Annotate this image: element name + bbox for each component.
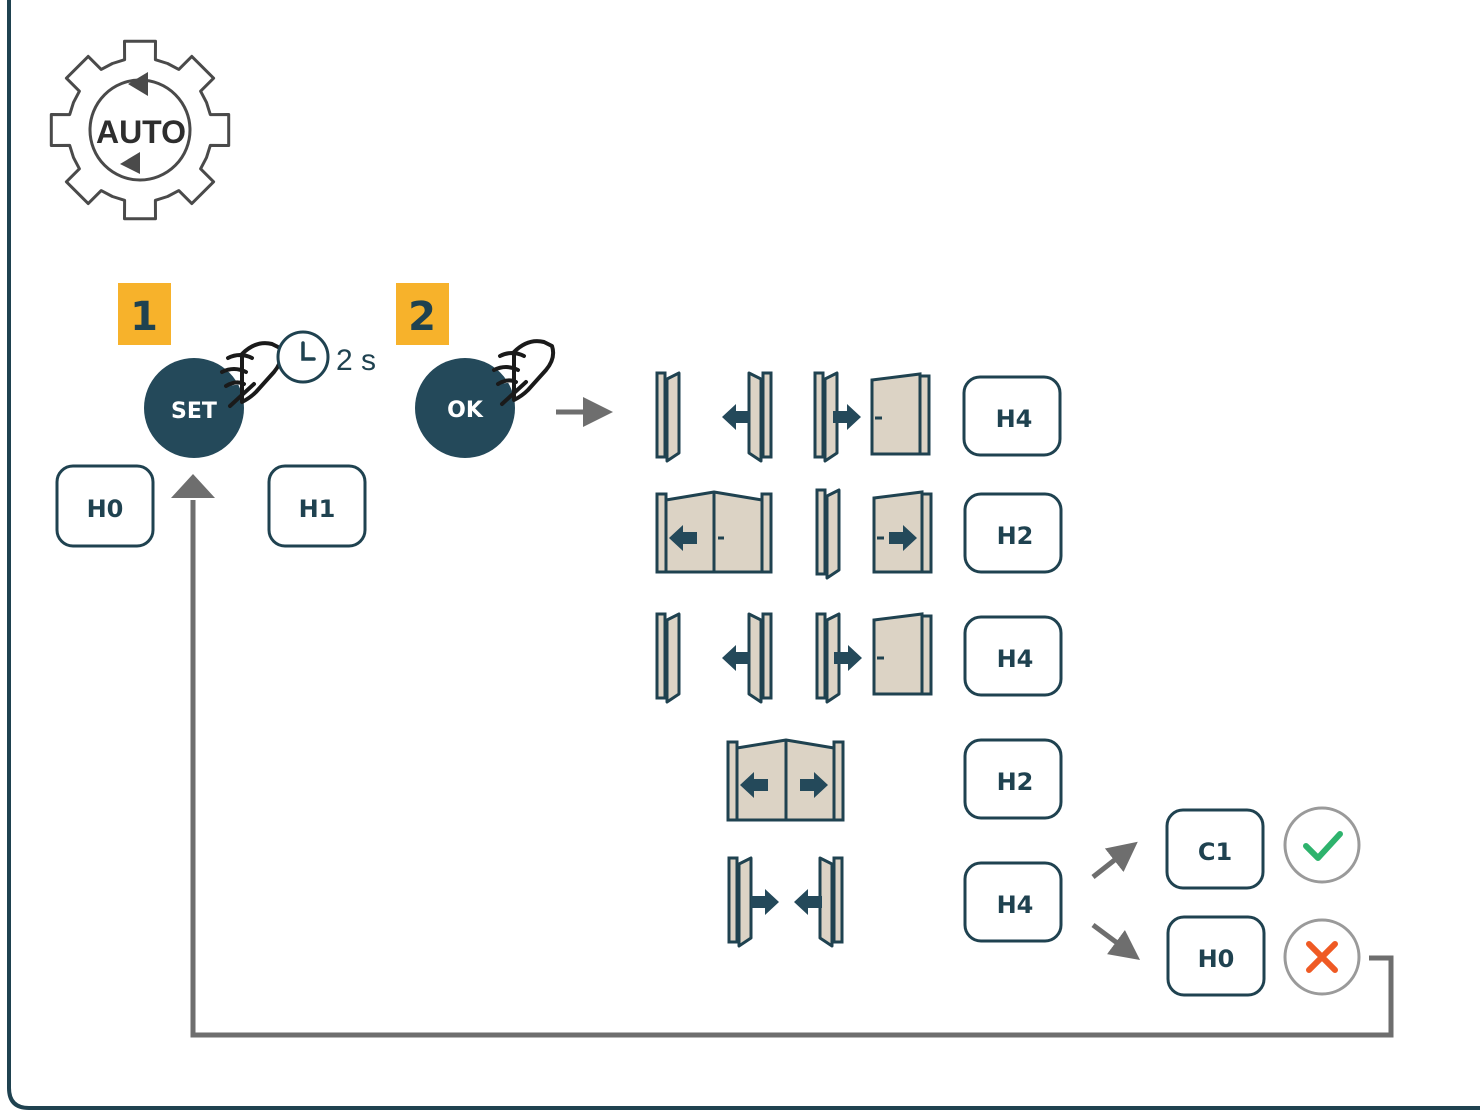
- gate-diagram-row5: [727, 856, 844, 948]
- svg-text:H0: H0: [1198, 945, 1235, 973]
- return-loop-arrow: [190, 500, 1394, 1038]
- svg-text:H1: H1: [299, 495, 336, 523]
- gate-diagram-row2: [655, 488, 933, 580]
- hold-time-label: 2 s: [336, 344, 376, 377]
- branch-arrow-success: [1091, 841, 1138, 879]
- svg-text:SET: SET: [171, 399, 217, 424]
- svg-text:H2: H2: [997, 768, 1034, 796]
- svg-text:C1: C1: [1198, 838, 1232, 866]
- svg-text:2: 2: [408, 294, 436, 340]
- display-h2-row4: H2: [963, 738, 1063, 820]
- gate-diagram-row1: [655, 371, 931, 463]
- step-1-badge: 1: [118, 283, 171, 345]
- press-hand-icon: [492, 339, 556, 406]
- svg-text:OK: OK: [447, 398, 484, 423]
- set-button[interactable]: SET: [144, 358, 244, 458]
- svg-text:H2: H2: [997, 522, 1034, 550]
- branch-arrow-failure: [1091, 922, 1141, 960]
- svg-text:1: 1: [130, 294, 158, 340]
- frame-border: [7, 0, 1480, 1110]
- gate-diagram-row4: [726, 738, 845, 822]
- cross-icon: [1283, 918, 1361, 996]
- display-h4-row1: H4: [962, 375, 1062, 457]
- svg-text:H4: H4: [997, 891, 1034, 919]
- gate-diagram-row3: [655, 612, 933, 704]
- return-loop-arrowhead: [171, 474, 215, 498]
- svg-text:H4: H4: [996, 405, 1033, 433]
- check-icon: [1283, 806, 1361, 884]
- display-h2-row2: H2: [963, 492, 1063, 574]
- display-h0: H0: [55, 464, 155, 548]
- svg-text:H0: H0: [87, 495, 124, 523]
- gear-auto-icon: AUTO: [49, 39, 231, 221]
- clock-icon: [276, 330, 330, 384]
- display-h1: H1: [267, 464, 367, 548]
- display-h4-row5: H4: [963, 861, 1063, 943]
- ok-button[interactable]: OK: [415, 358, 515, 458]
- svg-text:H4: H4: [997, 645, 1034, 673]
- display-c1: C1: [1165, 808, 1265, 890]
- step-2-badge: 2: [396, 283, 449, 345]
- auto-label: AUTO: [96, 114, 186, 150]
- display-h0-failure: H0: [1166, 915, 1266, 997]
- display-h4-row3: H4: [963, 615, 1063, 697]
